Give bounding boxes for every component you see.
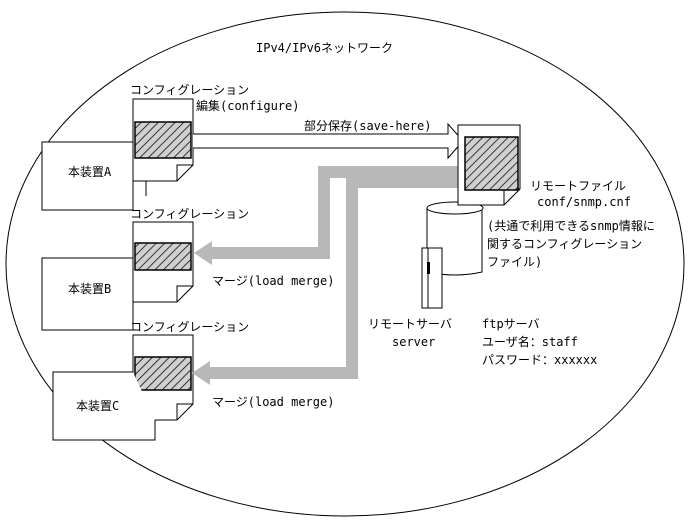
config-label-b: コンフィグレーション bbox=[130, 207, 249, 221]
ftp-user: ユーザ名：staff bbox=[482, 334, 578, 349]
remote-file-doc bbox=[457, 124, 521, 206]
remote-file-desc-2: 関するコンフィグレーション bbox=[487, 237, 642, 251]
merge-label-b: マージ(load merge) bbox=[212, 274, 334, 288]
config-doc-b bbox=[132, 221, 194, 303]
config-label-c: コンフィグレーション bbox=[130, 320, 249, 334]
remote-file-title: リモートファイル bbox=[530, 179, 626, 193]
server-icon bbox=[421, 247, 443, 309]
save-label: 部分保存(save-here) bbox=[304, 118, 431, 133]
merge-label-c: マージ(load merge) bbox=[212, 395, 334, 409]
remote-file-desc-1: (共通で利用できるsnmp情報に bbox=[487, 219, 655, 233]
device-a-box bbox=[41, 141, 134, 211]
device-a-label: 本装置A bbox=[68, 165, 112, 179]
ftp-server-label: ftpサーバ bbox=[482, 317, 540, 331]
remote-server-label: リモートサーバ bbox=[368, 317, 452, 331]
remote-server-name: server bbox=[392, 335, 435, 349]
device-b-label: 本装置B bbox=[68, 282, 111, 296]
device-c-label: 本装置C bbox=[76, 399, 119, 413]
device-c-box bbox=[52, 371, 156, 441]
merge-arrow-b bbox=[194, 166, 461, 265]
remote-file-path: conf/snmp.cnf bbox=[537, 195, 631, 209]
edit-label: 編集(configure) bbox=[196, 98, 299, 113]
network-ellipse bbox=[5, 11, 685, 517]
config-doc-a bbox=[132, 98, 194, 196]
ftp-password: パスワード：xxxxxx bbox=[482, 353, 597, 367]
network-label: IPv4/IPv6ネットワーク bbox=[256, 41, 393, 55]
remote-file-desc-3: ファイル) bbox=[487, 255, 542, 269]
merge-arrow-c bbox=[192, 176, 461, 385]
config-label-a: コンフィグレーション bbox=[130, 83, 249, 97]
